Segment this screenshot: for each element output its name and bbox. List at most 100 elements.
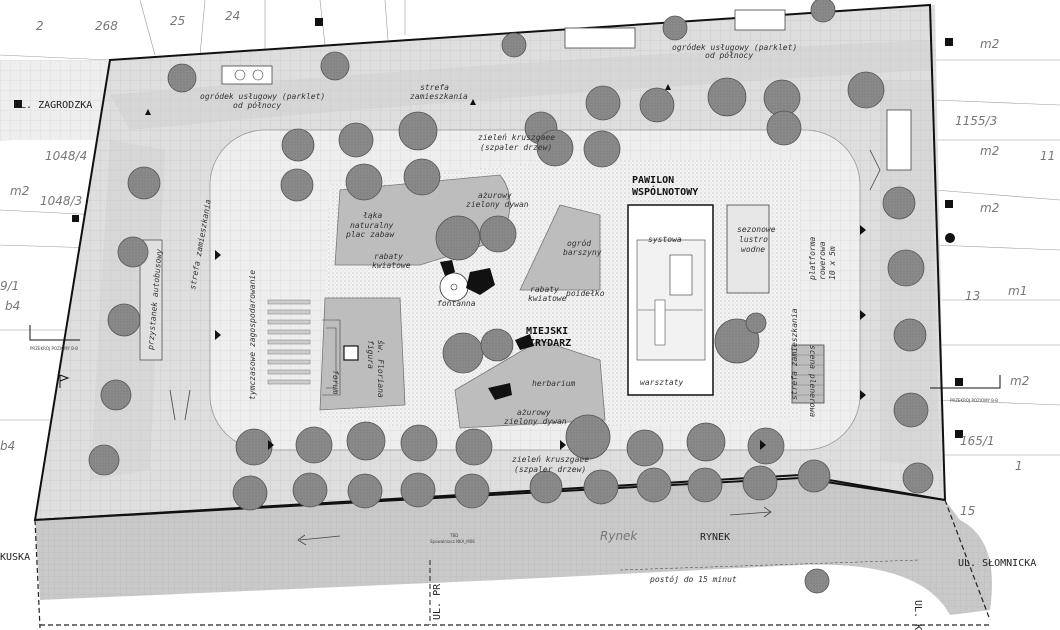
tree-18 (127, 166, 161, 200)
section-marker-left (29, 325, 80, 341)
tree-26 (583, 130, 621, 168)
svg-text:fontanna: fontanna (437, 299, 476, 308)
tree-19 (117, 236, 149, 268)
tree-55 (742, 465, 778, 501)
tree-30 (893, 318, 927, 352)
svg-text:25: 25 (170, 14, 185, 28)
svg-text:strefa zamieszkania: strefa zamieszkania (790, 308, 799, 400)
tree-39 (346, 421, 386, 461)
tree-23 (435, 215, 481, 261)
forum-steps (322, 319, 341, 396)
svg-text:plac zabaw: plac zabaw (345, 230, 395, 239)
svg-text:b4: b4 (5, 299, 20, 313)
svg-text:Spowalniacz NKA_M06: Spowalniacz NKA_M06 (430, 539, 475, 544)
svg-text:11: 11 (1040, 149, 1055, 163)
green-carpet-south (454, 339, 606, 429)
street-label-zagrodzka: UL. ZAGRODZKA (14, 100, 92, 111)
svg-text:systowa: systowa (648, 235, 682, 244)
svg-text:ogródek usługowy (parklet): ogródek usługowy (parklet) (200, 91, 325, 101)
svg-text:(szpaler drzew): (szpaler drzew) (514, 465, 586, 474)
tree-51 (529, 470, 563, 504)
svg-text:PRZEKRÓJ POZIOMY B-B: PRZEKRÓJ POZIOMY B-B (30, 346, 78, 351)
svg-text:268: 268 (95, 19, 118, 33)
svg-text:wodne: wodne (741, 245, 765, 254)
water-mirror (726, 204, 770, 294)
svg-text:zamieszkania: zamieszkania (410, 92, 468, 101)
tree-2 (320, 51, 350, 81)
svg-text:naturalny: naturalny (350, 221, 394, 230)
svg-text:zieleń kruszgaee: zieleń kruszgaee (478, 133, 555, 142)
tree-29 (887, 249, 925, 287)
tree-44 (686, 422, 726, 462)
shop-icon-top (315, 18, 323, 26)
svg-text:m1: m1 (1008, 284, 1027, 298)
street-label-rynek: RYNEK (700, 532, 730, 543)
street-label-rynek-italic: Rynek (600, 529, 638, 543)
tree-33 (442, 332, 484, 374)
svg-text:rabaty: rabaty (530, 285, 559, 294)
svg-text:m2: m2 (980, 144, 999, 158)
open-air-stage (791, 344, 825, 404)
shop-icon-4 (955, 430, 963, 438)
parklet-3 (734, 9, 786, 31)
tree-17 (280, 168, 314, 202)
svg-text:rabaty: rabaty (374, 252, 403, 261)
shop-icon-3 (955, 378, 963, 386)
parklet-4 (886, 109, 912, 171)
tree-52 (583, 469, 619, 505)
svg-text:łąka: łąka (363, 211, 382, 220)
svg-text:1048/3: 1048/3 (40, 194, 82, 208)
forum-zone (319, 297, 406, 411)
garden-title-2: WIRYDARZ (523, 338, 571, 349)
svg-text:platforma: platforma (808, 236, 817, 281)
florian-statue (343, 345, 359, 361)
tree-9 (763, 79, 801, 117)
tree-3 (501, 32, 527, 58)
tree-22 (88, 444, 120, 476)
svg-text:15: 15 (960, 504, 975, 518)
tree-37 (235, 428, 273, 466)
stone-2 (440, 260, 455, 276)
temporary-seating (267, 299, 311, 385)
svg-text:herbarium: herbarium (532, 379, 576, 388)
svg-text:lustro: lustro (739, 235, 768, 244)
tree-50 (454, 473, 490, 509)
svg-text:od północy: od północy (233, 100, 281, 110)
svg-text:13: 13 (965, 289, 980, 303)
tree-32 (902, 462, 934, 494)
svg-text:figura: figura (366, 340, 375, 369)
tree-canopies (88, 0, 934, 594)
tree-28 (882, 186, 916, 220)
service-icon (945, 233, 955, 243)
street-zagrodzka (0, 60, 110, 140)
dashed-east (944, 499, 991, 621)
tree-12 (338, 122, 374, 158)
svg-text:m2: m2 (1010, 374, 1029, 388)
stone-1 (466, 268, 495, 295)
svg-text:165/1: 165/1 (960, 434, 995, 448)
tree-36 (745, 312, 767, 334)
tree-13 (398, 111, 438, 151)
svg-text:TBD: TBD (449, 533, 458, 538)
tree-46 (232, 475, 268, 511)
tree-6 (585, 85, 621, 121)
shop-icon-left (72, 215, 79, 222)
dashed-west (34, 519, 41, 629)
svg-text:postój do 15 minut: postój do 15 minut (649, 574, 737, 584)
top-strip (110, 40, 930, 130)
tree-21 (100, 379, 132, 411)
svg-text:m2: m2 (980, 201, 999, 215)
street-label-pr: UL. PR (432, 583, 443, 620)
street-labels: UL. ZAGRODZKA RYNEK Rynek UL. SŁOMNICKA … (0, 100, 1036, 630)
svg-text:forum: forum (331, 370, 340, 394)
tree-7 (639, 87, 675, 123)
svg-text:9/1: 9/1 (0, 279, 19, 293)
shop-icon (945, 38, 953, 46)
svg-text:m2: m2 (10, 184, 29, 198)
svg-text:scena plenerowa: scena plenerowa (808, 345, 817, 417)
street-label-kuska: KUSKA (0, 552, 30, 563)
icons-right (14, 18, 963, 438)
svg-text:zieleń kruszgaee: zieleń kruszgaee (512, 455, 589, 464)
plan-labels: PAWILON WSPÓLNOTOWY MIEJSKI WIRYDARZ fon… (30, 42, 998, 584)
